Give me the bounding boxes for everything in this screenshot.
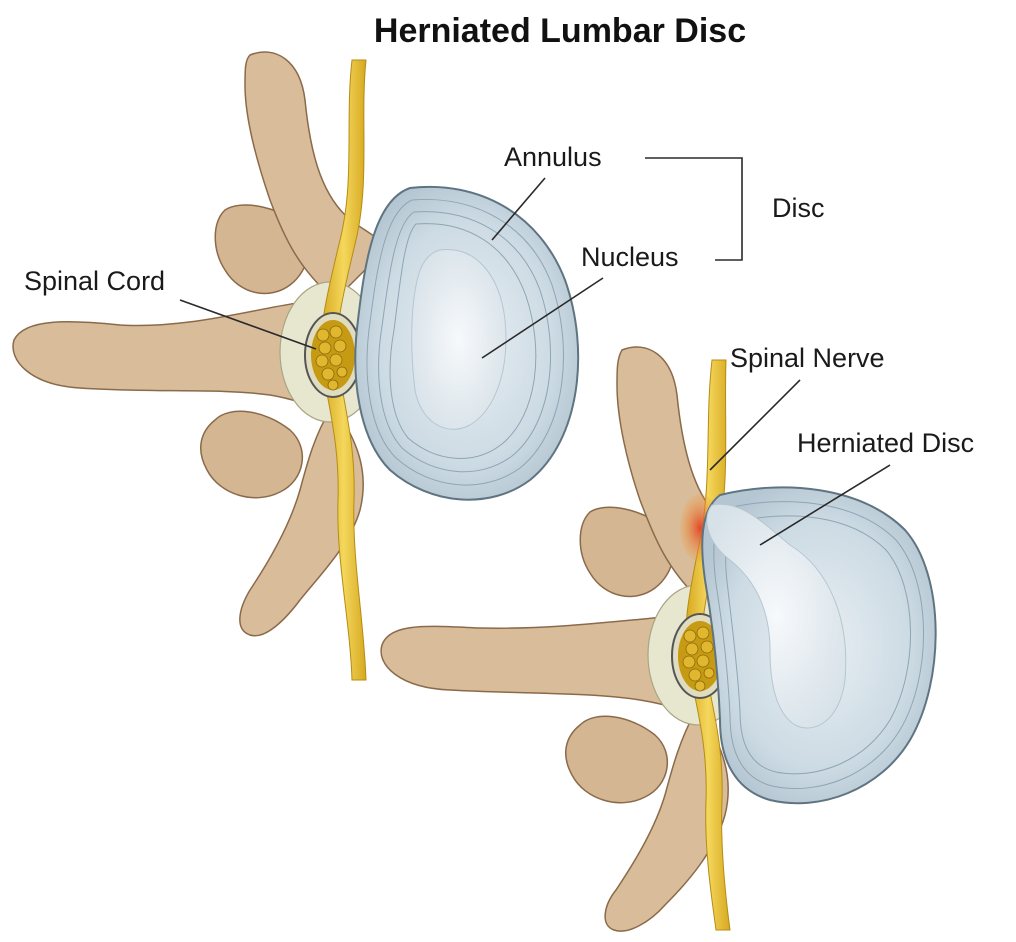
diagram-title: Herniated Lumbar Disc <box>374 12 746 50</box>
spinal-nerve-label: Spinal Nerve <box>730 343 885 373</box>
inferior-articular-process <box>201 411 303 497</box>
annulus-label: Annulus <box>504 142 602 172</box>
nucleus <box>412 249 506 429</box>
spinal-cord-label: Spinal Cord <box>24 266 165 296</box>
normal-vertebra <box>13 52 578 680</box>
disc-label: Disc <box>772 193 825 223</box>
inferior-articular-process <box>566 716 668 802</box>
nucleus-label: Nucleus <box>581 242 679 272</box>
spinal-cord-section <box>305 313 361 397</box>
herniated-disc-label: Herniated Disc <box>797 428 974 458</box>
intervertebral-disc <box>355 187 578 500</box>
herniated-disc-body <box>702 487 935 803</box>
